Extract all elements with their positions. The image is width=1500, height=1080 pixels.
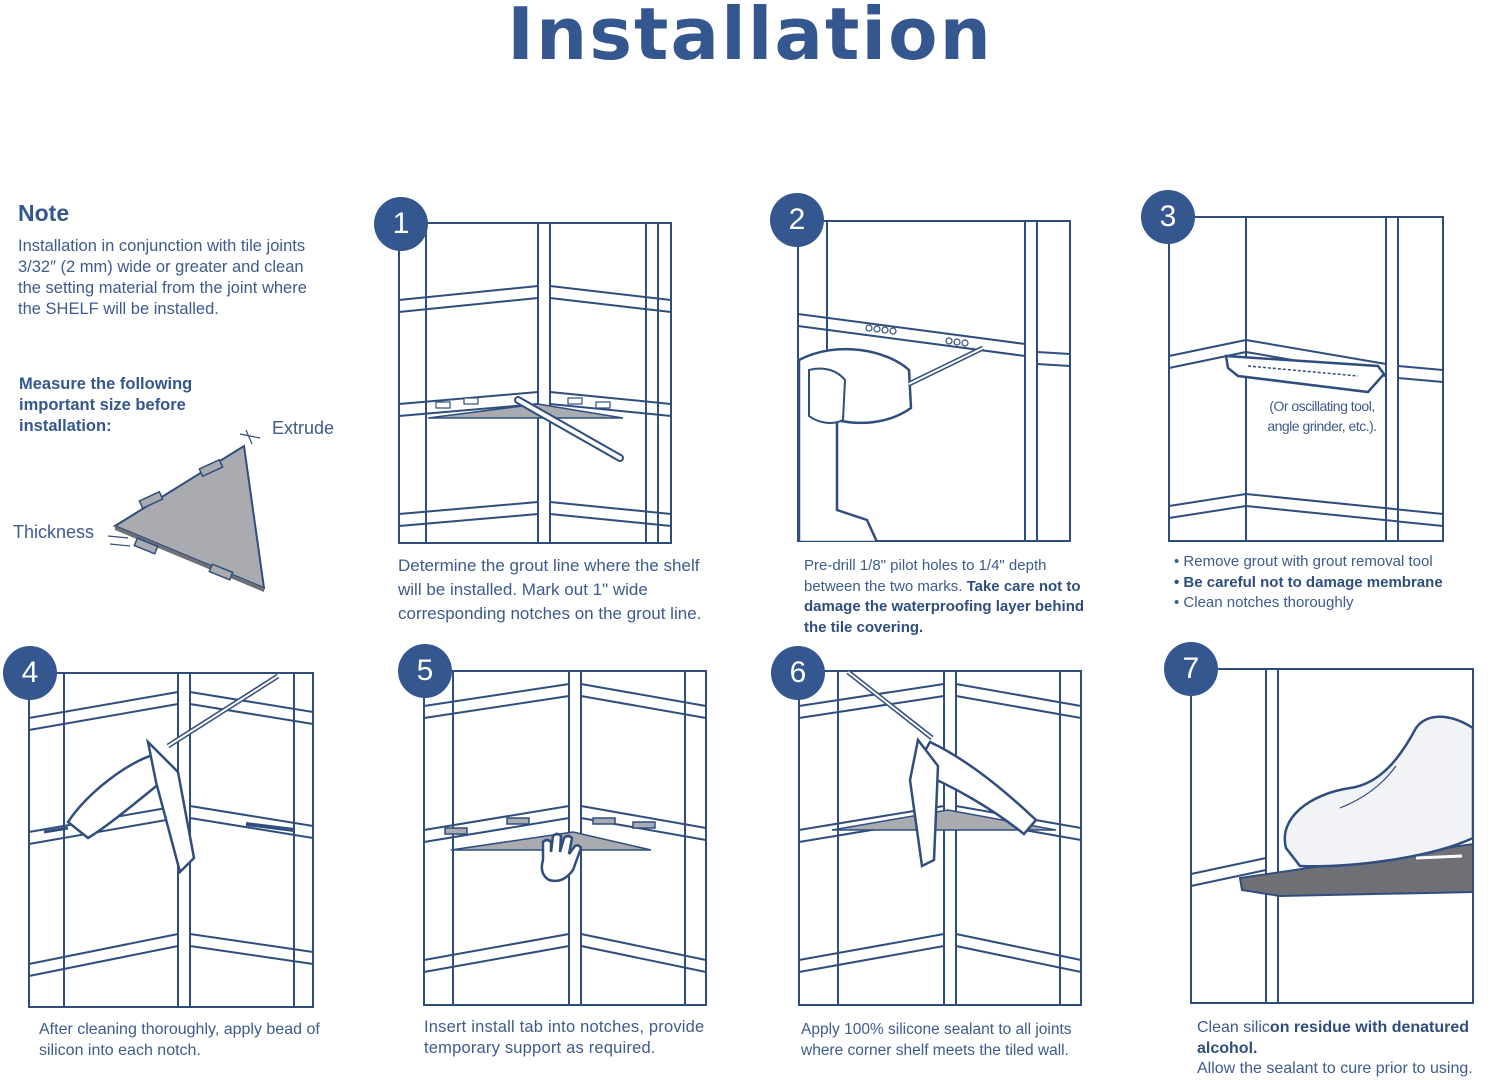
shelf-triangle-diagram	[107, 429, 266, 592]
step-2-badge: 2	[770, 193, 824, 247]
step-3-illustration	[1168, 216, 1444, 542]
step-3-bullet-1: Remove grout with grout removal tool	[1174, 552, 1494, 573]
step-1-badge: 1	[374, 197, 428, 251]
step-2-caption-text: Pre-drill 1/8" pilot holes to 1/4" depth…	[804, 557, 1047, 595]
measure-instruction: Measure the following important size bef…	[19, 375, 193, 435]
step-6-caption: Apply 100% silicone sealant to all joint…	[801, 1021, 1072, 1059]
step-7-caption-bold: on residue with denatured alcohol.	[1197, 1019, 1470, 1057]
step-4-badge: 4	[3, 646, 57, 700]
step-1-caption: Determine the grout line where the shelf…	[398, 556, 702, 623]
step-7-illustration	[1190, 668, 1474, 1004]
step-5-caption: Insert install tab into notches, provide…	[424, 1018, 705, 1057]
step-3-bullets: Remove grout with grout removal tool Be …	[1174, 552, 1494, 614]
step-6-illustration	[798, 670, 1082, 1006]
step-7-caption-text: Clean silic	[1197, 1019, 1270, 1036]
step-3-bullet-2: Be careful not to damage membrane	[1174, 573, 1494, 594]
step-7-badge: 7	[1164, 642, 1218, 696]
step-7-caption: Clean silicon residue with denatured alc…	[1197, 1018, 1497, 1080]
step-4-illustration	[28, 672, 314, 1008]
step-5-illustration	[423, 670, 707, 1006]
step-2-caption: Pre-drill 1/8" pilot holes to 1/4" depth…	[804, 556, 1094, 638]
thickness-label: Thickness	[13, 522, 95, 542]
step-2-illustration	[797, 220, 1071, 542]
extrude-label: Extrude	[272, 418, 335, 438]
note-body: Installation in conjunction with tile jo…	[18, 237, 307, 318]
step-5-badge: 5	[398, 644, 452, 698]
note-heading: Note	[18, 200, 70, 226]
page-title: Installation	[507, 0, 993, 76]
step-3-badge: 3	[1141, 190, 1195, 244]
step-7-caption-line2: Allow the sealant to cure prior to using…	[1197, 1060, 1473, 1077]
step-3-tool-note: (Or oscillating tool, angle grinder, etc…	[1267, 398, 1377, 434]
step-2-caption-warning: Take care not to damage the waterproofin…	[804, 577, 1085, 636]
step-1-illustration	[398, 222, 672, 544]
step-6-badge: 6	[771, 646, 825, 700]
step-3-bullet-3: Clean notches thoroughly	[1174, 593, 1494, 614]
step-4-caption: After cleaning thoroughly, apply bead of…	[39, 1021, 320, 1059]
